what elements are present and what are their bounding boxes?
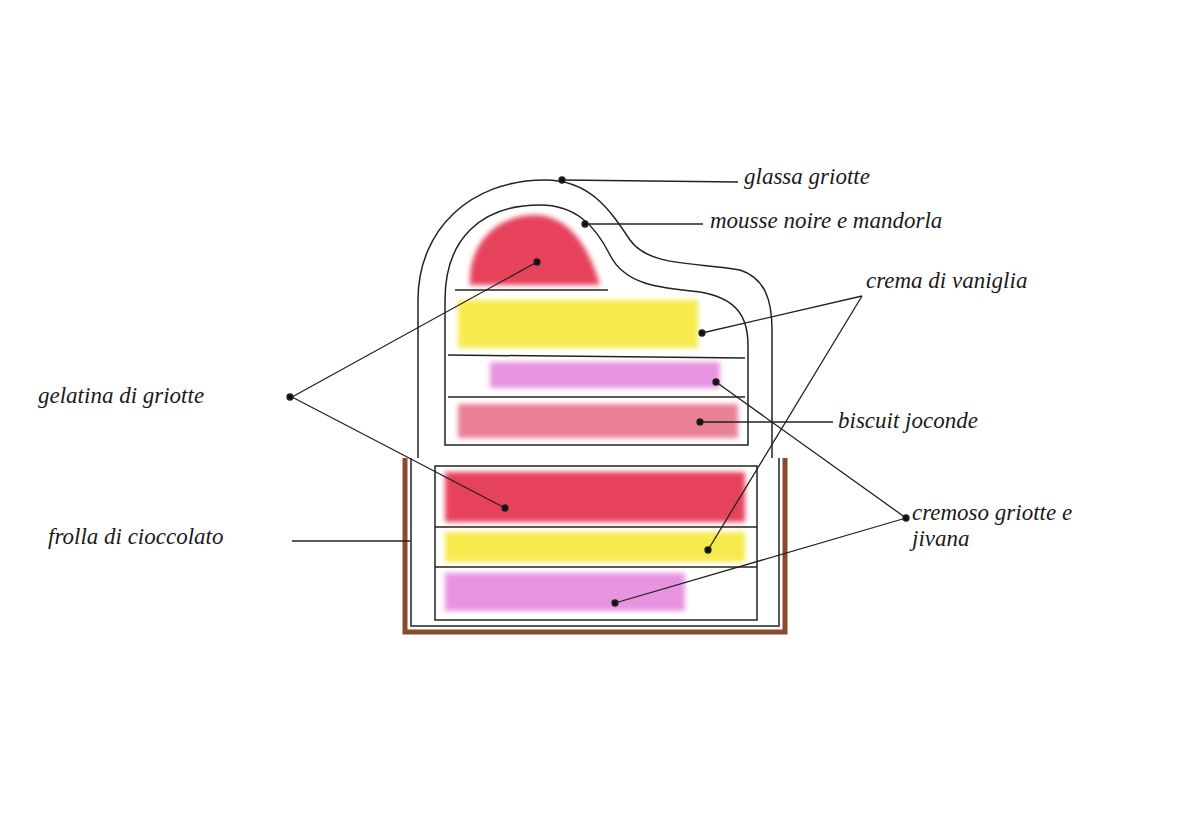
- joconde-layer: [458, 404, 738, 438]
- leader-lines: [287, 177, 909, 606]
- layer-line: [435, 526, 757, 528]
- part-label: frolla di cioccolato: [48, 524, 223, 550]
- gelatina-dome: [470, 215, 600, 285]
- layer-line: [455, 289, 608, 291]
- cremoso-layer: [445, 573, 685, 611]
- layer-line: [448, 396, 745, 398]
- mousse-outline: [445, 205, 748, 445]
- vaniglia-layer: [458, 300, 698, 348]
- part-label: glassa griotte: [744, 164, 870, 190]
- part-label: biscuit joconde: [838, 408, 978, 434]
- part-label: gelatina di griotte: [38, 383, 204, 409]
- layer-line: [435, 566, 757, 568]
- gelatina-layer: [445, 472, 745, 522]
- part-label: crema di vaniglia: [866, 268, 1027, 294]
- part-label: cremoso griotte e jivana: [912, 500, 1077, 553]
- part-label: mousse noire e mandorla: [710, 208, 942, 234]
- vaniglia-layer: [445, 532, 745, 562]
- insert-box: [435, 466, 757, 620]
- layer-line: [448, 355, 745, 358]
- tart-shell: [405, 458, 785, 632]
- tart-shell-inner: [411, 458, 779, 626]
- cremoso-layer: [490, 362, 720, 388]
